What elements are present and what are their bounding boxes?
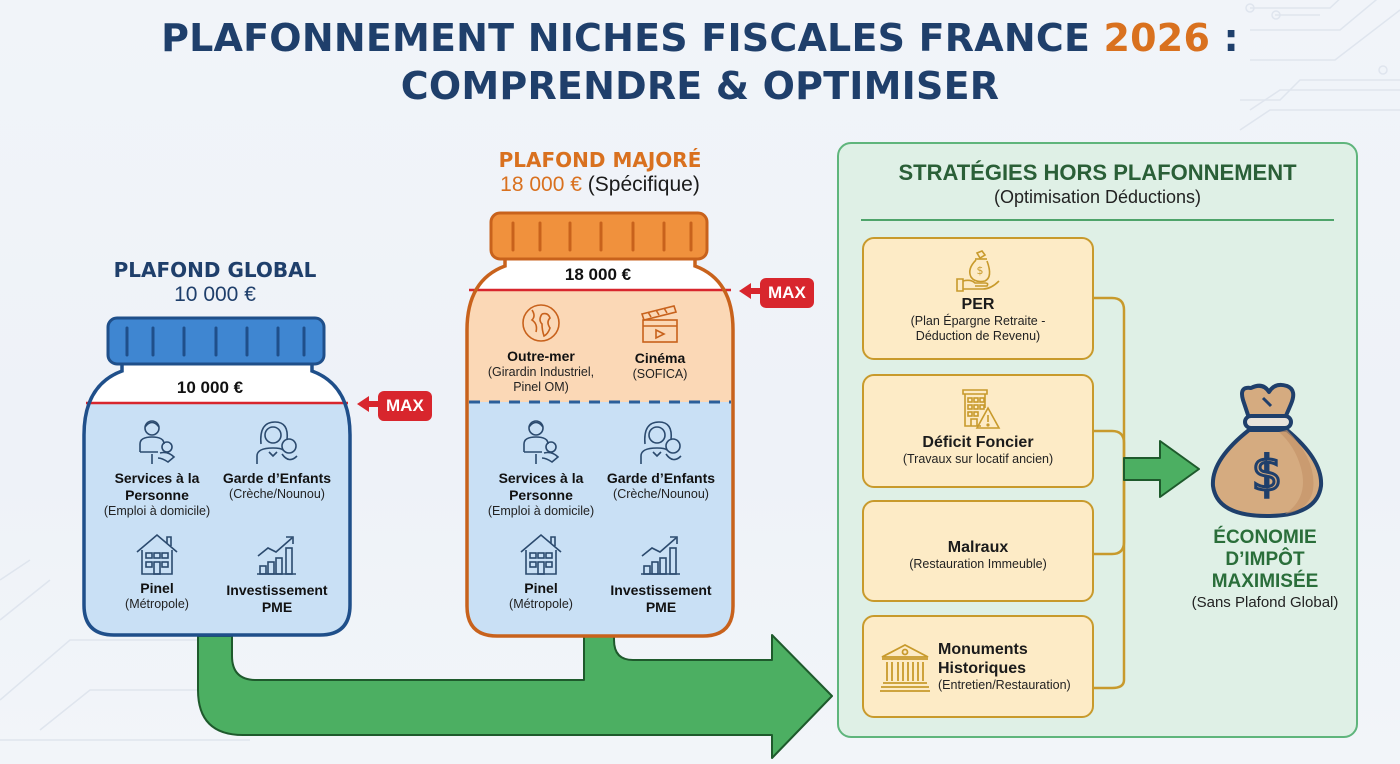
majored-item-pme: Investissement PME [596, 532, 726, 616]
clapperboard-icon [640, 305, 678, 343]
strategy-card-deficit-foncier: Déficit Foncier (Travaux sur locatif anc… [862, 374, 1094, 488]
majored-max-badge: MAX [760, 278, 814, 308]
strategy-card-per: $ PER (Plan Épargne Retraite - Déduction… [862, 237, 1094, 360]
item-name: Garde d’Enfants [606, 470, 716, 486]
mother-child-icon [256, 421, 298, 464]
global-jar-title: PLAFOND GLOBAL 10 000 € [95, 258, 335, 308]
majored-jar-heading: PLAFOND MAJORÉ [498, 148, 702, 172]
strategy-detail: (Plan Épargne Retraite - Déduction de Re… [910, 314, 1046, 343]
strategies-subtitle: (Optimisation Déductions) [993, 187, 1202, 207]
strategy-name: Déficit Foncier [922, 434, 1034, 451]
growth-chart-icon [257, 536, 296, 575]
result-label: ÉCONOMIE D’IMPÔT MAXIMISÉE (Sans Plafond… [1175, 527, 1355, 612]
item-detail: (Métropole) [125, 597, 189, 611]
global-max-arrow-icon [357, 396, 385, 412]
item-name: Garde d’Enfants [222, 470, 332, 486]
majored-item-cinema: Cinéma (SOFICA) [595, 302, 725, 382]
item-detail: (Emploi à domicile) [103, 504, 211, 518]
result-subtitle: (Sans Plafond Global) [1191, 594, 1339, 611]
item-name: Investissement PME [226, 582, 328, 615]
item-detail: (Métropole) [509, 597, 573, 611]
majored-cap-label: 18 000 € [564, 265, 632, 284]
majored-item-services: Services à la Personne (Emploi à domicil… [476, 418, 606, 519]
item-name: Pinel [140, 580, 174, 596]
page-title: PLAFONNEMENT NICHES FISCALES FRANCE 2026… [0, 14, 1400, 110]
majored-jar-title: PLAFOND MAJORÉ 18 000 € (Spécifique) [460, 148, 740, 198]
global-item-garde: Garde d’Enfants (Crèche/Nounou) [212, 418, 342, 502]
strategy-detail: (Restauration Immeuble) [909, 557, 1047, 571]
caregiver-icon [523, 420, 560, 464]
monument-icon [880, 643, 930, 692]
item-name: Investissement PME [610, 582, 712, 615]
svg-text:$: $ [1252, 446, 1283, 502]
title-year: 2026 [1103, 16, 1211, 60]
result-title: ÉCONOMIE D’IMPÔT MAXIMISÉE [1211, 527, 1319, 592]
majored-jar-note: (Spécifique) [587, 173, 700, 196]
money-bag-hand-icon: $ [956, 250, 1000, 292]
title-colon: : [1210, 16, 1239, 60]
strategies-title: STRATÉGIES HORS PLAFONNEMENT [898, 160, 1297, 185]
strategy-name: PER [961, 296, 995, 313]
majored-item-outremer: Outre-mer (Girardin Industriel, Pinel OM… [476, 302, 606, 395]
item-name: Outre-mer [507, 348, 575, 364]
global-item-pinel: Pinel (Métropole) [92, 532, 222, 612]
mother-child-icon [640, 421, 682, 464]
globe-icon [522, 304, 560, 342]
majored-item-pinel: Pinel (Métropole) [476, 532, 606, 612]
item-name: Services à la Personne [114, 470, 200, 503]
strategy-name: Monuments Historiques [938, 641, 1028, 677]
strategy-name: Malraux [947, 539, 1009, 556]
strategy-card-monuments: Monuments Historiques (Entretien/Restaur… [862, 615, 1094, 718]
svg-text:$: $ [977, 264, 984, 277]
strategy-card-malraux: Malraux (Restauration Immeuble) [862, 500, 1094, 602]
building-warning-icon [962, 389, 1001, 429]
money-bag-dollar-icon: $ [1210, 382, 1324, 518]
item-name: Services à la Personne [498, 470, 584, 503]
majored-item-garde: Garde d’Enfants (Crèche/Nounou) [596, 418, 726, 502]
global-max-badge: MAX [378, 391, 432, 421]
majored-max-arrow-icon [739, 283, 767, 299]
global-item-pme: Investissement PME [212, 532, 342, 616]
item-detail: (SOFICA) [632, 367, 688, 381]
monuments-text: Monuments Historiques (Entretien/Restaur… [938, 640, 1071, 693]
house-icon [520, 533, 562, 575]
item-detail: (Crèche/Nounou) [229, 487, 325, 501]
global-item-services: Services à la Personne (Emploi à domicil… [92, 418, 222, 519]
global-cap-label: 10 000 € [176, 378, 244, 397]
global-jar-amount: 10 000 € [174, 283, 256, 306]
strategy-bracket-connector [1094, 296, 1126, 690]
item-name: Pinel [524, 580, 558, 596]
strategies-divider [861, 219, 1334, 221]
title-line1: PLAFONNEMENT NICHES FISCALES FRANCE [161, 16, 1104, 60]
caregiver-icon [139, 420, 176, 464]
house-icon [136, 533, 178, 575]
growth-chart-icon [641, 536, 680, 575]
strategy-detail: (Travaux sur locatif ancien) [902, 452, 1054, 466]
title-line2: COMPRENDRE & OPTIMISER [400, 64, 1000, 108]
item-name: Cinéma [634, 350, 686, 366]
item-detail: (Crèche/Nounou) [613, 487, 709, 501]
strategies-header: STRATÉGIES HORS PLAFONNEMENT (Optimisati… [839, 160, 1356, 208]
strategy-detail: (Entretien/Restauration) [938, 678, 1071, 692]
item-detail: (Girardin Industriel, Pinel OM) [487, 365, 595, 394]
global-jar-heading: PLAFOND GLOBAL [113, 258, 317, 282]
result-arrow-icon [1123, 440, 1200, 498]
majored-jar-amount: 18 000 € [500, 173, 582, 196]
item-detail: (Emploi à domicile) [487, 504, 595, 518]
